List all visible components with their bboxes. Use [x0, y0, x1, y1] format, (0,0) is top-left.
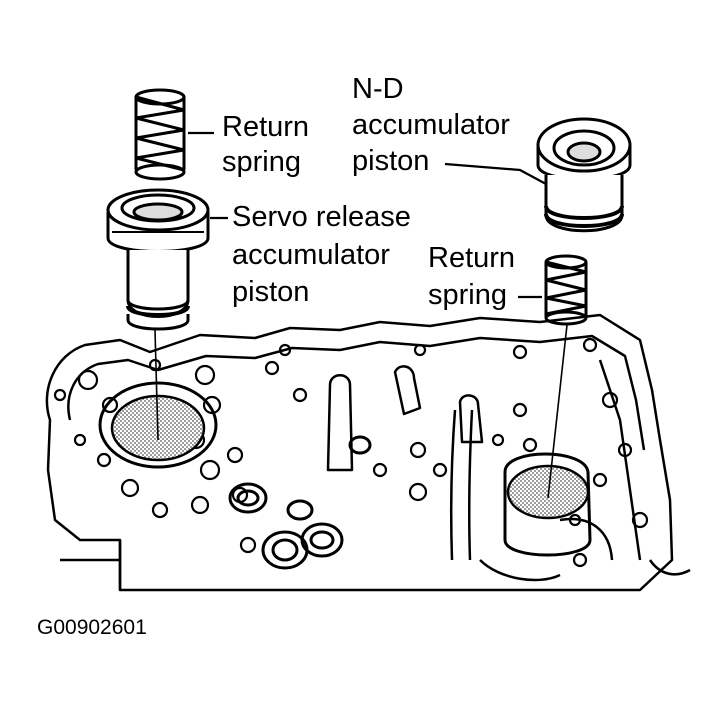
leader-lines [188, 131, 547, 299]
label-servo-release-accumulator-piston: Servo release accumulator piston [232, 201, 411, 308]
left-return-spring [134, 88, 186, 181]
label-return-spring-right: Return spring [428, 242, 515, 311]
right-return-spring [544, 254, 588, 326]
label-servo-line1: Servo release [232, 201, 411, 233]
casting-holes [53, 337, 649, 568]
figure-id-caption: G00902601 [37, 616, 147, 639]
label-return-spring-left-line2: spring [222, 146, 301, 178]
label-servo-line2: accumulator [232, 239, 390, 271]
casting-ring-bosses [228, 435, 372, 570]
label-nd-line1: N-D [352, 73, 404, 105]
label-nd-line3: piston [352, 145, 429, 177]
right-piston-bore [503, 452, 592, 557]
label-return-spring-left-line1: Return [222, 111, 309, 143]
leader-nd-piston [444, 162, 547, 185]
label-nd-accumulator-piston: N-D accumulator piston [352, 73, 510, 177]
label-nd-line2: accumulator [352, 109, 510, 141]
label-servo-line3: piston [232, 276, 309, 308]
servo-release-accumulator-piston [106, 188, 210, 331]
alignment-lines [154, 324, 568, 499]
right-drop-line [547, 324, 568, 499]
label-return-spring-right-line2: spring [428, 279, 507, 311]
left-drop-line [154, 329, 159, 441]
nd-accumulator-piston [536, 117, 632, 233]
label-return-spring-right-line1: Return [428, 242, 515, 274]
label-return-spring-left: Return spring [222, 111, 309, 178]
